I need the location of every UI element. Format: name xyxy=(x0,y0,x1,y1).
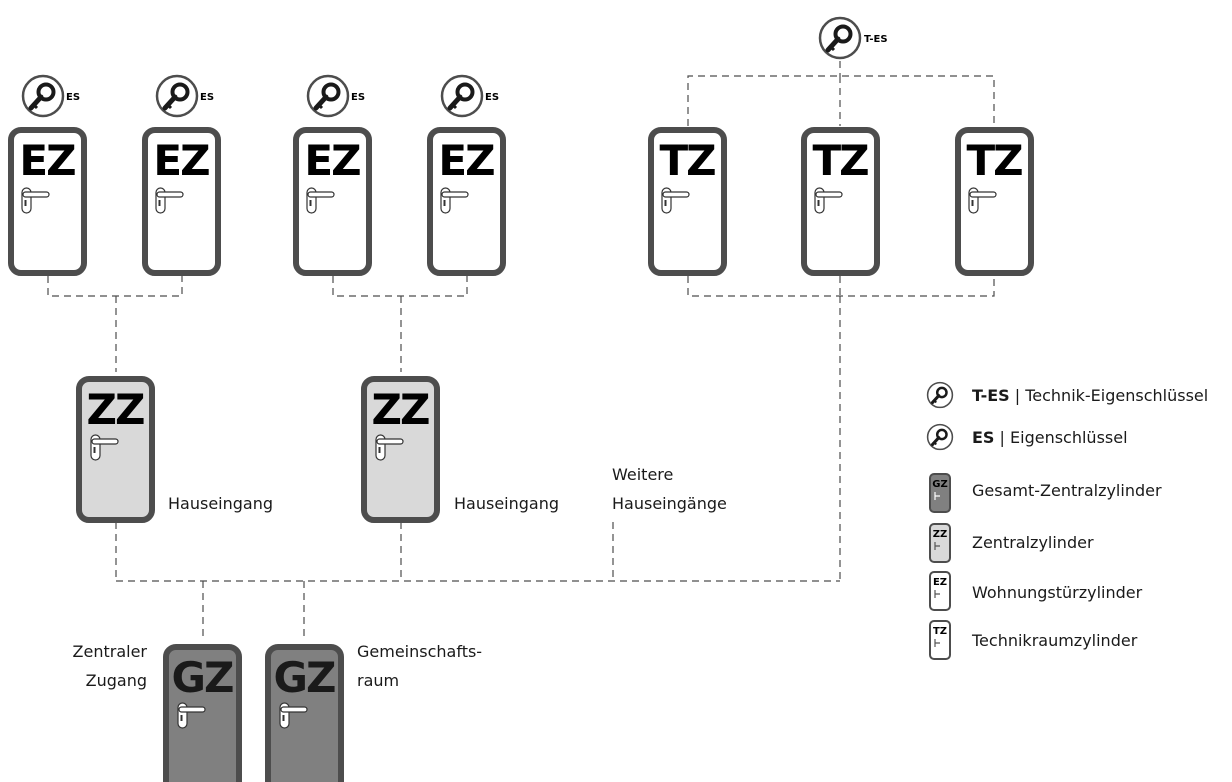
legend-item-es: ES | Eigenschlüssel xyxy=(926,423,1128,451)
door-gz-2-label: GZ xyxy=(274,653,335,702)
legend-tz-abbr: TZ xyxy=(933,626,947,637)
caption-zentraler-line1: Zentraler xyxy=(73,642,148,661)
door-ez-3-label: EZ xyxy=(304,136,360,185)
legend-tes-abbr: T-ES xyxy=(972,386,1010,405)
legend-tes-desc: Technik-Eigenschlüssel xyxy=(1024,386,1208,405)
key-es-4: ES xyxy=(442,76,499,116)
key-es-3-label: ES xyxy=(351,92,365,103)
door-tz-2: TZ xyxy=(801,127,880,276)
caption-weitere-line2: Hauseingänge xyxy=(612,494,727,513)
legend-ez-abbr: EZ xyxy=(933,577,947,588)
door-tz-2-label: TZ xyxy=(812,136,868,185)
key-icon xyxy=(157,76,197,116)
legend-es-text: ES | Eigenschlüssel xyxy=(972,428,1128,447)
door-zz-2-label: ZZ xyxy=(372,385,429,434)
legend-item-zz: ZZ Zentralzylinder xyxy=(929,523,1094,563)
door-ez-2-label: EZ xyxy=(153,136,209,185)
key-icon xyxy=(23,76,63,116)
legend-key-icon xyxy=(926,381,954,409)
door-ez-4: EZ xyxy=(427,127,506,276)
key-es-2-label: ES xyxy=(200,92,214,103)
legend-zz-abbr: ZZ xyxy=(933,529,948,540)
door-ez-1-label: EZ xyxy=(19,136,75,185)
door-ez-3: EZ xyxy=(293,127,372,276)
legend-tes-text: T-ES | Technik-Eigenschlüssel xyxy=(972,386,1208,405)
legend-zz-text: Zentralzylinder xyxy=(972,533,1094,552)
door-zz-1: ZZ xyxy=(76,376,155,523)
caption-gemeinschafts-line1: Gemeinschafts- xyxy=(357,642,482,661)
legend-ez-text: Wohnungstürzylinder xyxy=(972,583,1143,602)
legend-item-ez: EZ Wohnungstürzylinder xyxy=(929,571,1143,611)
legend-gz-swatch xyxy=(929,473,951,513)
legend-tz-text: Technikraumzylinder xyxy=(971,631,1138,650)
legend-es-abbr: ES xyxy=(972,428,994,447)
legend-tz-swatch xyxy=(929,620,951,660)
legend-item-tes: T-ES | Technik-Eigenschlüssel xyxy=(926,381,1208,409)
door-tz-1-label: TZ xyxy=(659,136,715,185)
tz-top-bracket xyxy=(687,75,995,126)
caption-hauseingang-2: Hauseingang xyxy=(454,494,559,513)
door-ez-4-label: EZ xyxy=(438,136,494,185)
key-es-2: ES xyxy=(157,76,214,116)
legend-ez-handle-icon xyxy=(934,590,940,598)
door-ez-1: EZ xyxy=(8,127,87,276)
key-icon xyxy=(308,76,348,116)
connection-lines xyxy=(47,61,995,641)
caption-weitere-line1: Weitere xyxy=(612,465,673,484)
legend-gz-abbr: GZ xyxy=(932,479,947,490)
key-es-4-label: ES xyxy=(485,92,499,103)
door-zz-2: ZZ xyxy=(361,376,440,523)
door-tz-3-label: TZ xyxy=(966,136,1022,185)
legend-key-icon xyxy=(926,423,954,451)
key-icon xyxy=(820,18,860,58)
key-es-1: ES xyxy=(23,76,80,116)
key-es-3: ES xyxy=(308,76,365,116)
ez-group-2-bracket xyxy=(332,276,468,297)
legend-zz-handle-icon xyxy=(934,542,940,550)
legend-gz-handle-icon xyxy=(934,492,940,500)
door-tz-3: TZ xyxy=(955,127,1034,276)
legend-ez-swatch xyxy=(929,571,951,611)
legend-item-gz: GZ Gesamt-Zentralzylinder xyxy=(929,473,1162,513)
ez-group-1-bracket xyxy=(47,276,183,297)
legend: T-ES | Technik-Eigenschlüssel ES | Eigen… xyxy=(926,381,1208,660)
door-ez-2: EZ xyxy=(142,127,221,276)
legend-item-tz: TZ Technikraumzylinder xyxy=(929,620,1138,660)
door-gz-1: GZ xyxy=(163,644,242,782)
key-icon xyxy=(442,76,482,116)
door-tz-1: TZ xyxy=(648,127,727,276)
door-gz-2: GZ xyxy=(265,644,344,782)
key-es-1-label: ES xyxy=(66,92,80,103)
door-zz-1-label: ZZ xyxy=(87,385,144,434)
caption-gemeinschafts-line2: raum xyxy=(357,671,399,690)
caption-zentraler-line2: Zugang xyxy=(86,671,147,690)
door-gz-1-label: GZ xyxy=(172,653,233,702)
legend-tz-handle-icon xyxy=(934,639,940,647)
legend-tes-sep: | xyxy=(1010,386,1026,405)
legend-gz-text: Gesamt-Zentralzylinder xyxy=(972,481,1162,500)
tz-bottom-bracket xyxy=(687,276,995,297)
legend-es-desc: Eigenschlüssel xyxy=(1010,428,1128,447)
key-tes-label: T-ES xyxy=(864,34,888,45)
legend-zz-swatch xyxy=(929,523,951,563)
caption-hauseingang-1: Hauseingang xyxy=(168,494,273,513)
legend-es-sep: | xyxy=(994,428,1010,447)
key-tes: T-ES xyxy=(820,18,888,58)
